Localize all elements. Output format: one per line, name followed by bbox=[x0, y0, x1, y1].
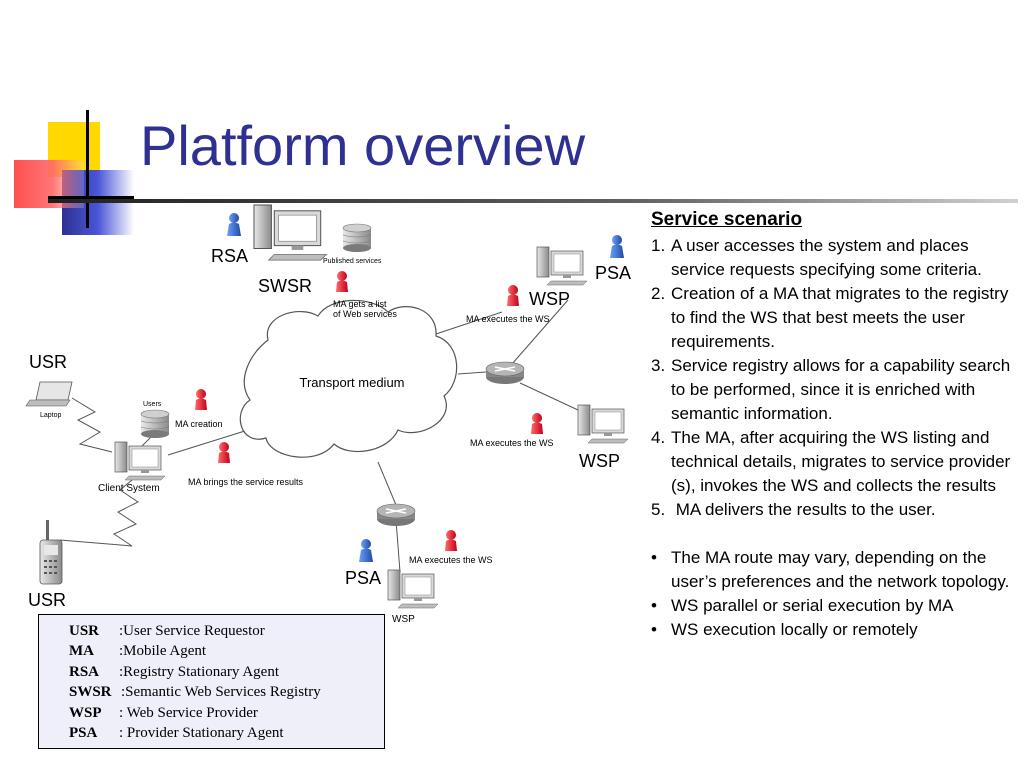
legend-desc: :Mobile Agent bbox=[119, 643, 207, 659]
ma-executes-bottom-label: MA executes the WS bbox=[409, 555, 493, 565]
wsp-bottom-computer-icon bbox=[387, 569, 439, 609]
ma-agent-icon bbox=[531, 413, 543, 434]
step-number: 1. bbox=[651, 236, 666, 255]
ma-agent-icon bbox=[507, 285, 519, 306]
ma-executes-top-label: MA executes the WS bbox=[466, 314, 550, 324]
laptop-icon bbox=[25, 381, 73, 407]
laptop-label: Laptop bbox=[40, 412, 62, 419]
legend-abbr: PSA bbox=[69, 725, 98, 741]
ma-creation-label: MA creation bbox=[175, 419, 223, 429]
legend-row: USR :User Service Requestor bbox=[69, 623, 265, 640]
slide-title: Platform overview bbox=[140, 114, 586, 177]
usr-bottom-label: USR bbox=[28, 590, 66, 610]
scenario-step: 5. MA delivers the results to the user. bbox=[651, 498, 1023, 522]
legend-desc: : Provider Stationary Agent bbox=[119, 725, 284, 741]
published-services-label: Published services bbox=[323, 258, 382, 265]
scenario-bullets: • The MA route may vary, depending on the… bbox=[651, 546, 1023, 642]
legend-box: USR :User Service Requestor MA :Mobile Age… bbox=[38, 614, 385, 749]
step-number: 3. bbox=[651, 356, 666, 375]
service-scenario-panel: Service scenario 1. A user accesses the s… bbox=[651, 208, 1023, 642]
scenario-step: 1. A user accesses the system and places … bbox=[651, 234, 1023, 282]
bullet-mark: • bbox=[651, 596, 657, 615]
bullet-item: • WS parallel or serial execution by MA bbox=[651, 594, 1023, 618]
bullet-mark: • bbox=[651, 620, 657, 639]
bullet-text: WS execution locally or remotely bbox=[671, 620, 918, 639]
transport-medium-label: Transport medium bbox=[300, 375, 405, 390]
bullet-mark: • bbox=[651, 548, 657, 567]
scenario-heading: Service scenario bbox=[651, 209, 803, 230]
bullet-text: The MA route may vary, depending on the … bbox=[671, 548, 1010, 591]
wsp-top-label: WSP bbox=[529, 289, 570, 309]
bullet-text: WS parallel or serial execution by MA bbox=[671, 596, 954, 615]
legend-desc: :User Service Requestor bbox=[119, 623, 265, 639]
legend-row: MA :Mobile Agent bbox=[69, 643, 206, 660]
legend-desc: : Web Service Provider bbox=[119, 705, 258, 721]
step-number: 2. bbox=[651, 284, 666, 303]
users-db-icon bbox=[140, 409, 170, 439]
step-text: MA delivers the results to the user. bbox=[671, 500, 936, 519]
wsp-top-computer-icon bbox=[536, 246, 588, 286]
usr-top-label: USR bbox=[29, 352, 67, 372]
wsp-right-label: WSP bbox=[579, 451, 620, 471]
bullet-item: • WS execution locally or remotely bbox=[651, 618, 1023, 642]
ma-agent-icon bbox=[336, 271, 348, 292]
legend-row: WSP : Web Service Provider bbox=[69, 705, 258, 722]
bullet-item: • The MA route may vary, depending on the… bbox=[651, 546, 1023, 594]
title-divider bbox=[48, 199, 1018, 203]
step-text: A user accesses the system and places se… bbox=[671, 236, 982, 279]
router-icon bbox=[485, 361, 525, 385]
ma-gets-list-label-2: of Web services bbox=[333, 309, 397, 319]
legend-abbr: SWSR bbox=[69, 684, 112, 700]
ma-executes-right-label: MA executes the WS bbox=[470, 438, 554, 448]
published-services-db-icon bbox=[342, 223, 372, 253]
psa-top-agent-icon bbox=[610, 235, 624, 258]
legend-abbr: USR bbox=[69, 623, 100, 639]
transport-cloud bbox=[239, 299, 458, 458]
step-text: Service registry allows for a capability… bbox=[671, 356, 1011, 423]
legend-row: RSA :Registry Stationary Agent bbox=[69, 664, 279, 681]
ma-gets-list-label-1: MA gets a list bbox=[333, 299, 387, 309]
scenario-steps: 1. A user accesses the system and places … bbox=[651, 234, 1023, 522]
step-text: Creation of a MA that migrates to the re… bbox=[671, 284, 1009, 351]
legend-desc: :Registry Stationary Agent bbox=[119, 664, 279, 680]
ma-agent-icon bbox=[195, 389, 207, 410]
mobile-phone-icon bbox=[39, 520, 63, 585]
legend-desc: :Semantic Web Services Registry bbox=[121, 684, 321, 700]
rsa-agent-icon bbox=[227, 213, 241, 236]
swsr-label: SWSR bbox=[258, 276, 312, 296]
legend-row: PSA : Provider Stationary Agent bbox=[69, 725, 284, 742]
psa-top-label: PSA bbox=[595, 263, 631, 283]
ma-brings-results-label: MA brings the service results bbox=[188, 477, 304, 487]
client-system-computer-icon bbox=[114, 441, 166, 481]
client-system-label: Client System bbox=[98, 483, 160, 494]
legend-abbr: WSP bbox=[69, 705, 102, 721]
step-number: 4. bbox=[651, 428, 666, 447]
legend-abbr: RSA bbox=[69, 664, 100, 680]
router-icon bbox=[376, 503, 416, 527]
psa-bottom-label: PSA bbox=[345, 568, 381, 588]
ma-agent-icon bbox=[445, 530, 457, 551]
ma-agent-icon bbox=[218, 442, 230, 463]
psa-bottom-agent-icon bbox=[359, 539, 373, 562]
users-label: Users bbox=[143, 401, 162, 408]
step-number: 5. bbox=[651, 500, 666, 519]
swsr-server-icon bbox=[253, 204, 328, 261]
step-text: The MA, after acquiring the WS listing a… bbox=[671, 428, 1011, 495]
wsp-right-computer-icon bbox=[577, 404, 629, 444]
scenario-step: 2. Creation of a MA that migrates to the … bbox=[651, 282, 1023, 354]
wsp-bottom-label: WSP bbox=[392, 614, 415, 625]
legend-row: SWSR :Semantic Web Services Registry bbox=[69, 684, 321, 701]
rsa-label: RSA bbox=[211, 246, 248, 266]
scenario-step: 3. Service registry allows for a capabili… bbox=[651, 354, 1023, 426]
scenario-step: 4. The MA, after acquiring the WS listing… bbox=[651, 426, 1023, 498]
legend-abbr: MA bbox=[69, 643, 94, 659]
